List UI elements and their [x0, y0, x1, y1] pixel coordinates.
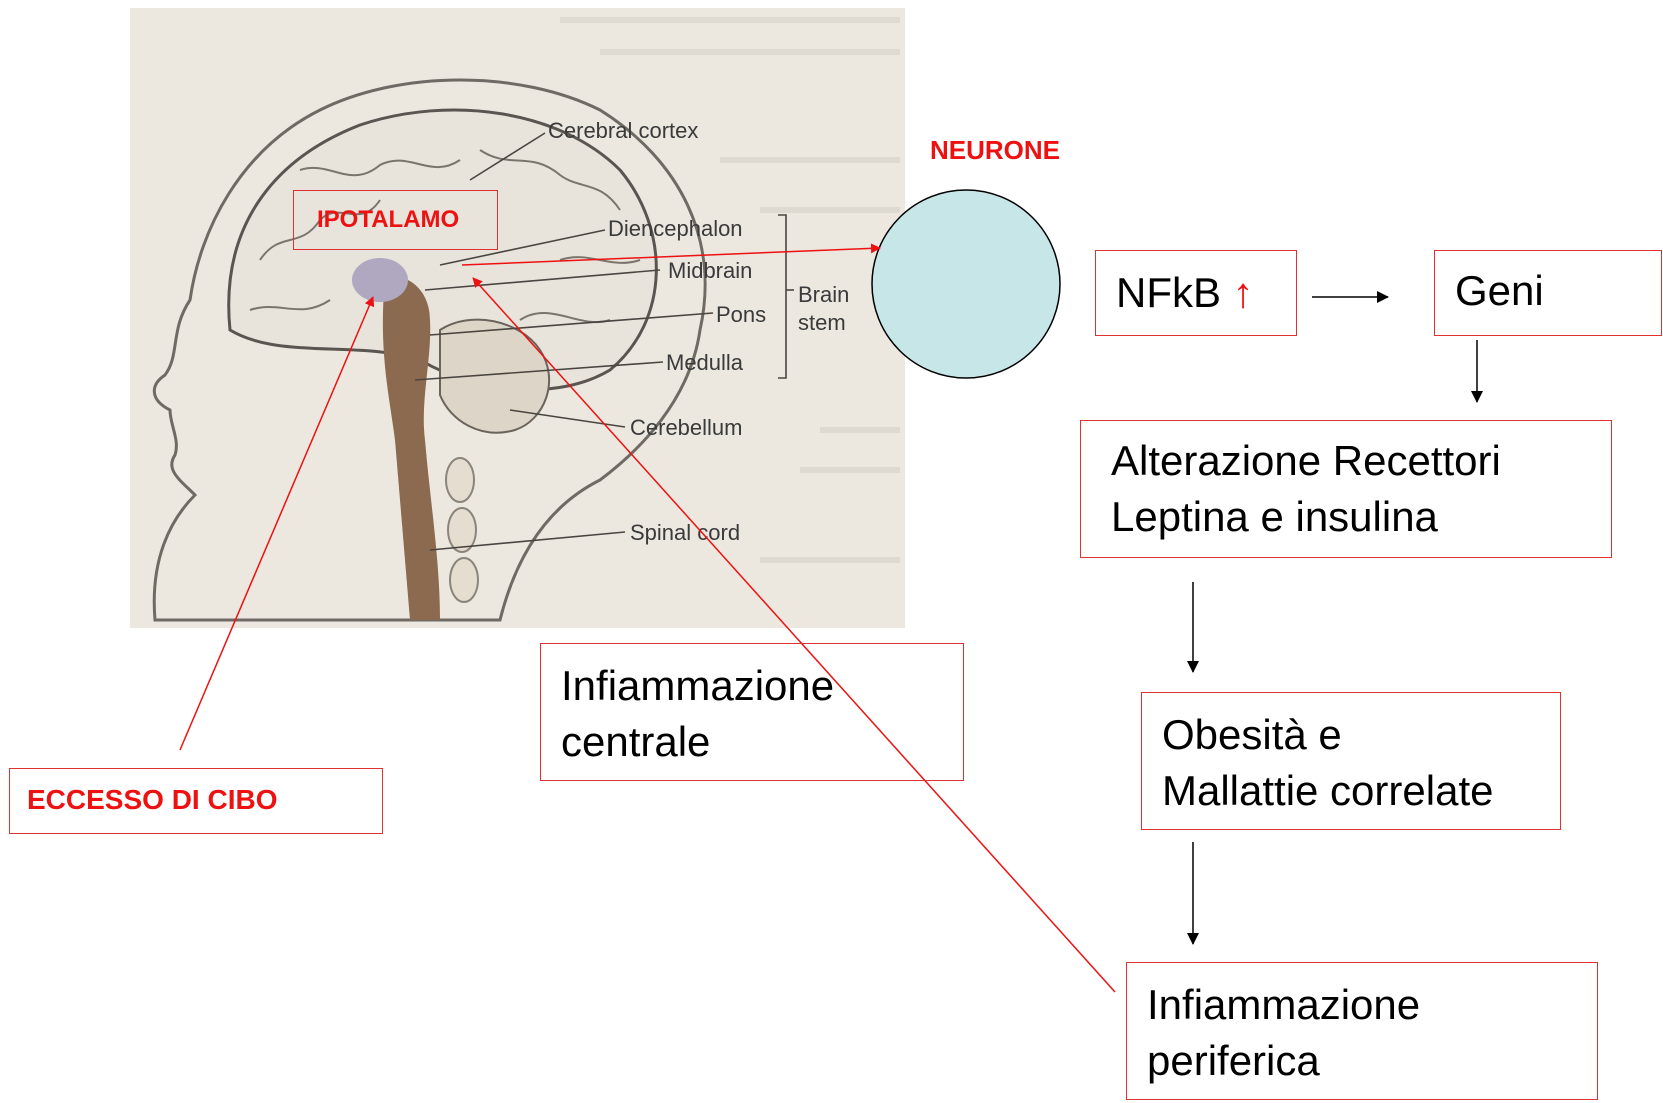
- label-brain: Brain: [798, 282, 849, 307]
- alterazione-line-1: Alterazione Recettori: [1111, 433, 1611, 489]
- obesita-line-2: Mallattie correlate: [1162, 763, 1560, 819]
- eccesso-label: ECCESSO DI CIBO: [27, 784, 277, 816]
- infiammazione-centrale-line-1: Infiammazione: [561, 658, 963, 714]
- ipotalamo-label: IPOTALAMO: [317, 206, 459, 234]
- infiammazione-centrale-box: Infiammazione centrale: [540, 643, 964, 781]
- nfkb-box: NFkB ↑: [1095, 250, 1297, 336]
- label-stem: stem: [798, 310, 846, 335]
- label-midbrain: Midbrain: [668, 258, 752, 283]
- geni-box: Geni: [1434, 250, 1662, 336]
- nfkb-up-arrow: ↑: [1233, 269, 1254, 316]
- geni-text: Geni: [1455, 267, 1544, 314]
- label-medulla: Medulla: [666, 350, 744, 375]
- vertebrae: [446, 458, 478, 602]
- label-cerebellum: Cerebellum: [630, 415, 743, 440]
- label-pons: Pons: [716, 302, 766, 327]
- alterazione-line-2: Leptina e insulina: [1111, 489, 1611, 545]
- neuron-circle: [872, 190, 1060, 378]
- infiammazione-periferica-box: Infiammazione periferica: [1126, 962, 1598, 1100]
- infiammazione-centrale-line-2: centrale: [561, 714, 963, 770]
- infiammazione-periferica-line-2: periferica: [1147, 1033, 1597, 1089]
- alterazione-box: Alterazione Recettori Leptina e insulina: [1080, 420, 1612, 558]
- hypothalamus-shape: [352, 258, 408, 302]
- obesita-line-1: Obesità e: [1162, 707, 1560, 763]
- brain-illustration: Cerebral cortex Diencephalon Midbrain Po…: [130, 8, 905, 628]
- label-cerebral-cortex: Cerebral cortex: [548, 118, 698, 143]
- nfkb-text: NFkB: [1116, 269, 1221, 316]
- neurone-label: NEURONE: [930, 135, 1060, 166]
- infiammazione-periferica-line-1: Infiammazione: [1147, 977, 1597, 1033]
- obesita-box: Obesità e Mallattie correlate: [1141, 692, 1561, 830]
- label-spinal-cord: Spinal cord: [630, 520, 740, 545]
- label-diencephalon: Diencephalon: [608, 216, 743, 241]
